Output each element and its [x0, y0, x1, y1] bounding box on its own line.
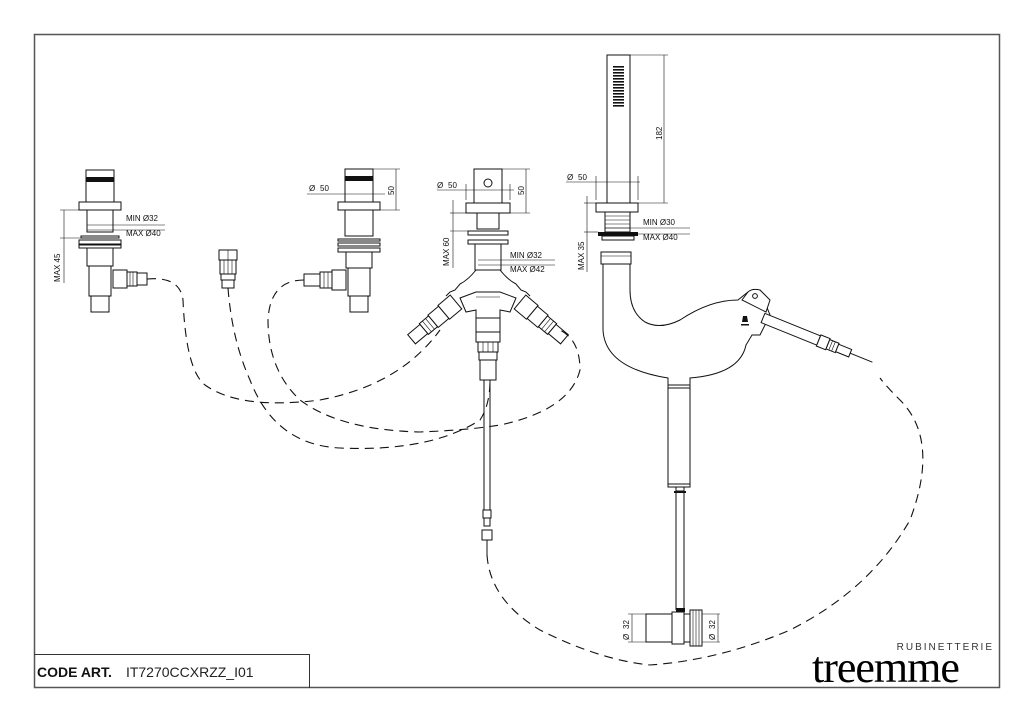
diverter-height: 50: [517, 186, 526, 195]
outlet-diameter-left: 32: [622, 620, 631, 629]
handshower-max-dia: MAX Ø40: [643, 233, 678, 242]
handshower-min-dia: MIN Ø30: [643, 218, 676, 227]
left-valve-max-dia: MAX Ø40: [126, 229, 161, 238]
handshower: [595, 54, 873, 647]
outlet-dimensions: Ø 32 Ø 32: [622, 613, 720, 643]
brand-name: treemme: [812, 643, 960, 692]
outlet-dia-symbol-right: Ø: [708, 634, 717, 640]
middle-valve-height: 50: [387, 186, 396, 195]
handshower-dia-symbol: Ø: [567, 173, 573, 182]
diverter-max-height: MAX 60: [442, 237, 451, 266]
handshower-dimensions: 182 Ø 50 MAX 35 MIN Ø30 MAX Ø40: [566, 54, 690, 272]
middle-valve-diameter: 50: [320, 184, 329, 193]
diverter-dia-symbol: Ø: [437, 181, 443, 190]
brand-logo: RUBINETTERIE treemme: [808, 640, 998, 692]
outlet-diameter-right: 32: [708, 620, 717, 629]
left-valve: [78, 169, 148, 313]
drawing-frame: [33, 33, 1001, 689]
left-valve-dimensions: MIN Ø32 MAX Ø40 MAX 45: [53, 209, 165, 283]
code-art-label: CODE ART.: [37, 663, 112, 680]
diverter-min-dia: MIN Ø32: [510, 251, 543, 260]
diverter-diameter: 50: [448, 181, 457, 190]
hose-connector: [218, 249, 238, 289]
handshower-max-height: MAX 35: [577, 241, 586, 270]
left-valve-max-height: MAX 45: [53, 253, 62, 282]
middle-valve-dia-symbol: Ø: [309, 184, 315, 193]
outlet-dia-symbol-left: Ø: [622, 634, 631, 640]
middle-valve: [303, 168, 381, 313]
diverter: [407, 168, 569, 555]
hoses: [146, 278, 924, 666]
diverter-dimensions: Ø 50 50 MAX 60 MIN Ø32 MAX Ø42: [437, 168, 555, 274]
diverter-max-dia: MAX Ø42: [510, 265, 545, 274]
spray-nozzles: [613, 66, 624, 107]
left-valve-min-dia: MIN Ø32: [126, 214, 159, 223]
handshower-diameter: 50: [578, 173, 587, 182]
title-block: CODE ART. IT7270CCXRZZ_I01: [34, 654, 310, 688]
middle-valve-dimensions: Ø 50 50: [307, 168, 400, 211]
handshower-length: 182: [655, 126, 664, 140]
code-art-value: IT7270CCXRZZ_I01: [125, 663, 254, 680]
brand-subtitle: RUBINETTERIE: [896, 642, 994, 653]
